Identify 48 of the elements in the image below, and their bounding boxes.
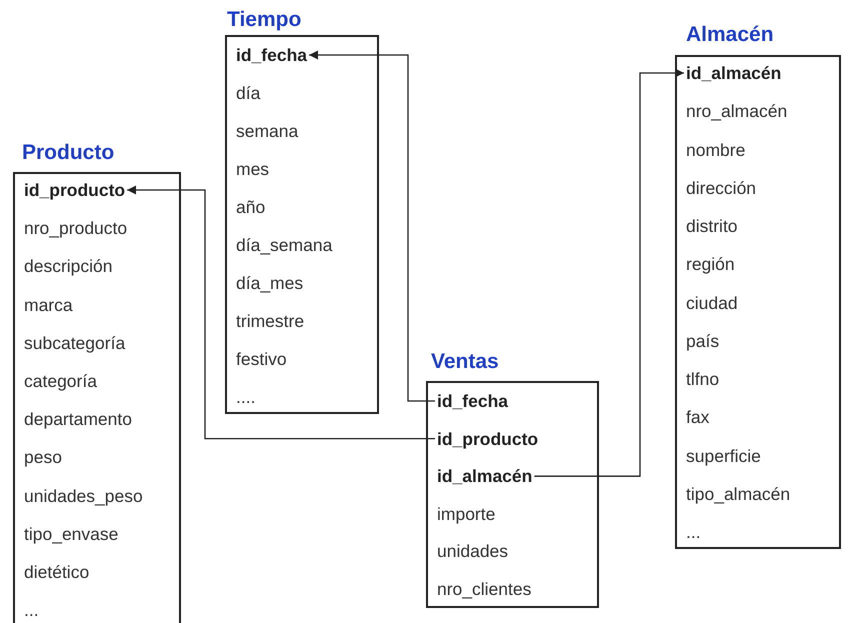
field: país: [686, 330, 720, 352]
field: semana: [236, 120, 298, 142]
field: dirección: [686, 176, 756, 199]
field: nro_clientes: [437, 578, 532, 600]
field: dietético: [24, 561, 90, 583]
field: trimestre: [236, 310, 304, 332]
field: ....: [236, 386, 256, 408]
field: unidades: [437, 540, 508, 562]
field: descripción: [24, 255, 113, 278]
key-field: id_fecha: [437, 390, 508, 412]
field: subcategoría: [24, 332, 126, 354]
table-title: Producto: [22, 141, 114, 165]
key-field: id_almacén: [437, 465, 532, 488]
key-field: id_almacén: [686, 62, 782, 84]
field: tlfno: [686, 368, 720, 390]
field: categoría: [24, 370, 97, 392]
field: marca: [24, 294, 73, 316]
field: superficie: [686, 444, 761, 466]
table-title: Tiempo: [227, 8, 302, 32]
field: tipo_envase: [24, 522, 118, 545]
field: unidades_peso: [24, 484, 143, 507]
field: día_semana: [236, 234, 332, 256]
field: departamento: [24, 408, 132, 430]
key-field: id_fecha: [236, 44, 307, 66]
field: importe: [437, 502, 496, 525]
field: año: [236, 196, 266, 218]
field: nro_producto: [24, 217, 128, 240]
field: fax: [686, 406, 710, 428]
field: distrito: [686, 215, 738, 237]
field: región: [686, 253, 735, 276]
field: ciudad: [686, 292, 738, 314]
arrow: [127, 185, 435, 440]
key-field: id_producto: [24, 179, 126, 201]
field: peso: [24, 446, 62, 468]
field: día_mes: [236, 272, 304, 294]
field: ...: [24, 599, 39, 622]
arrow: [534, 68, 684, 477]
field: día: [236, 82, 260, 104]
key-field: id_producto: [437, 428, 538, 450]
field: ...: [686, 521, 701, 543]
table-title: Ventas: [431, 350, 499, 374]
table-title: Almacén: [686, 23, 774, 47]
arrow: [309, 50, 435, 402]
field: festivo: [236, 348, 287, 370]
field: nro_almacén: [686, 100, 788, 122]
field: mes: [236, 158, 270, 180]
field: tipo_almacén: [686, 482, 790, 505]
field: nombre: [686, 138, 746, 160]
